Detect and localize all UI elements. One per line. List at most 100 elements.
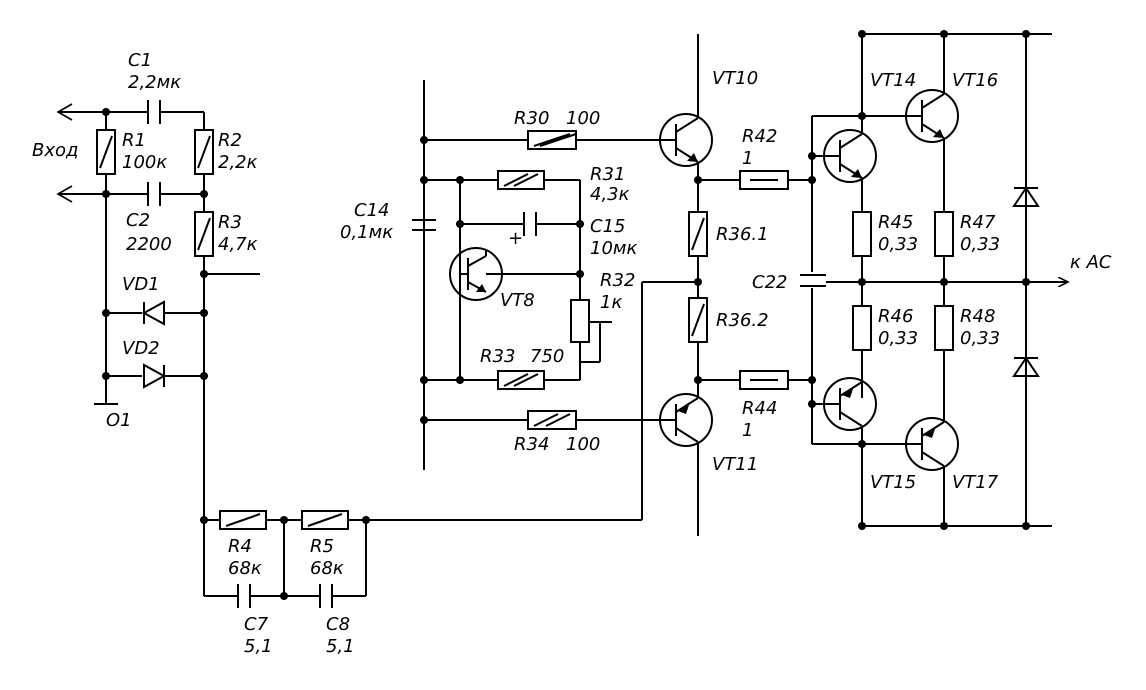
c7-capacitor [237,584,251,608]
label-input: Вход [32,140,78,161]
label-r36-1: R36.1 [716,224,769,245]
input-section [56,100,260,520]
r48-resistor [934,305,954,351]
label-c15-plus: + [508,228,523,249]
label-r45-value: 0,33 [878,234,918,255]
label-r3-value: 4,7к [218,234,258,255]
label-vt14: VT14 [870,70,916,91]
r31-resistor [497,170,545,190]
label-c22: C22 [752,272,787,293]
label-c1: C1 [128,50,152,71]
label-r34-value: 100 [566,434,600,455]
r2-resistor [194,129,214,175]
driver-stage [659,34,812,536]
label-c15: C15 [590,216,625,237]
c14-capacitor [412,219,436,231]
vt8-transistor [449,247,503,301]
label-r1: R1 [122,130,146,151]
label-c14-value: 0,1мк [340,222,393,243]
r4-resistor [219,510,267,530]
vt17-transistor [905,417,959,471]
protection-diode-bottom [1012,356,1040,377]
label-vd1: VD1 [122,274,160,295]
label-r34: R34 [514,434,549,455]
label-r2: R2 [218,130,242,151]
label-ground: O1 [106,410,132,431]
label-r5-value: 68к [310,558,344,579]
feedback-network [200,281,700,608]
c22-capacitor [800,272,826,288]
vt16-transistor [905,89,959,143]
labels: C1 2,2мк Вход R1 100к R2 2,2к C2 2200 R3… [32,50,1112,657]
label-c8: C8 [326,614,350,635]
label-vt16: VT16 [952,70,998,91]
label-r4-value: 68к [228,558,262,579]
label-r30-value: 100 [566,108,600,129]
r45-resistor [852,211,872,257]
label-c8-value: 5,1 [326,636,355,657]
label-c15-value: 10мк [590,238,637,259]
r33-resistor [497,370,545,390]
r36-1-resistor [688,211,708,257]
label-r3: R3 [218,212,242,233]
label-r46-value: 0,33 [878,328,918,349]
label-r33: R33 [480,346,515,367]
c2-capacitor [147,182,161,206]
label-r42-value: 1 [742,148,753,169]
c15-capacitor [523,212,537,236]
vt11-transistor [659,393,713,447]
label-r5: R5 [310,536,334,557]
label-r30: R30 [514,108,549,129]
label-r48: R48 [960,306,995,327]
protection-diode-top [1012,186,1040,207]
label-r42: R42 [742,126,777,147]
r44-resistor [739,370,789,390]
r30-resistor [527,130,577,150]
r1-resistor [96,129,116,175]
label-r46: R46 [878,306,913,327]
label-r32: R32 [600,270,635,291]
label-r2-value: 2,2к [218,152,258,173]
bias-section [412,80,662,470]
label-r47: R47 [960,212,996,233]
label-vt11: VT11 [712,454,758,475]
label-r44: R44 [742,398,777,419]
label-r32-value: 1к [600,292,622,313]
c1-capacitor [147,100,161,124]
label-vt8: VT8 [500,290,535,311]
r5-resistor [301,510,349,530]
r46-resistor [852,305,872,351]
label-vt10: VT10 [712,68,758,89]
label-vt17: VT17 [952,472,999,493]
r42-resistor [739,170,789,190]
label-c1-value: 2,2мк [128,72,181,93]
vt14-transistor [823,129,877,183]
label-c14: C14 [354,200,389,221]
label-r36-2: R36.2 [716,310,769,331]
vd1-diode [141,300,165,326]
label-r4: R4 [228,536,252,557]
label-c2-value: 2200 [126,234,172,255]
label-vd2: VD2 [122,338,160,359]
vt10-transistor [659,113,713,167]
label-r45: R45 [878,212,913,233]
label-c7: C7 [244,614,269,635]
label-r44-value: 1 [742,420,753,441]
label-r31: R31 [590,164,625,185]
r47-resistor [934,211,954,257]
label-output: к АС [1070,252,1112,273]
c8-capacitor [319,584,333,608]
label-r33-value: 750 [530,346,564,367]
output-stage [800,30,1068,530]
label-c7-value: 5,1 [244,636,273,657]
label-r1-value: 100к [122,152,167,173]
vd2-diode [143,363,167,389]
label-vt15: VT15 [870,472,916,493]
r36-2-resistor [688,297,708,343]
label-r48-value: 0,33 [960,328,1000,349]
r3-resistor [194,211,214,257]
label-c2: C2 [126,210,150,231]
label-r47-value: 0,33 [960,234,1000,255]
r34-resistor [527,410,577,430]
